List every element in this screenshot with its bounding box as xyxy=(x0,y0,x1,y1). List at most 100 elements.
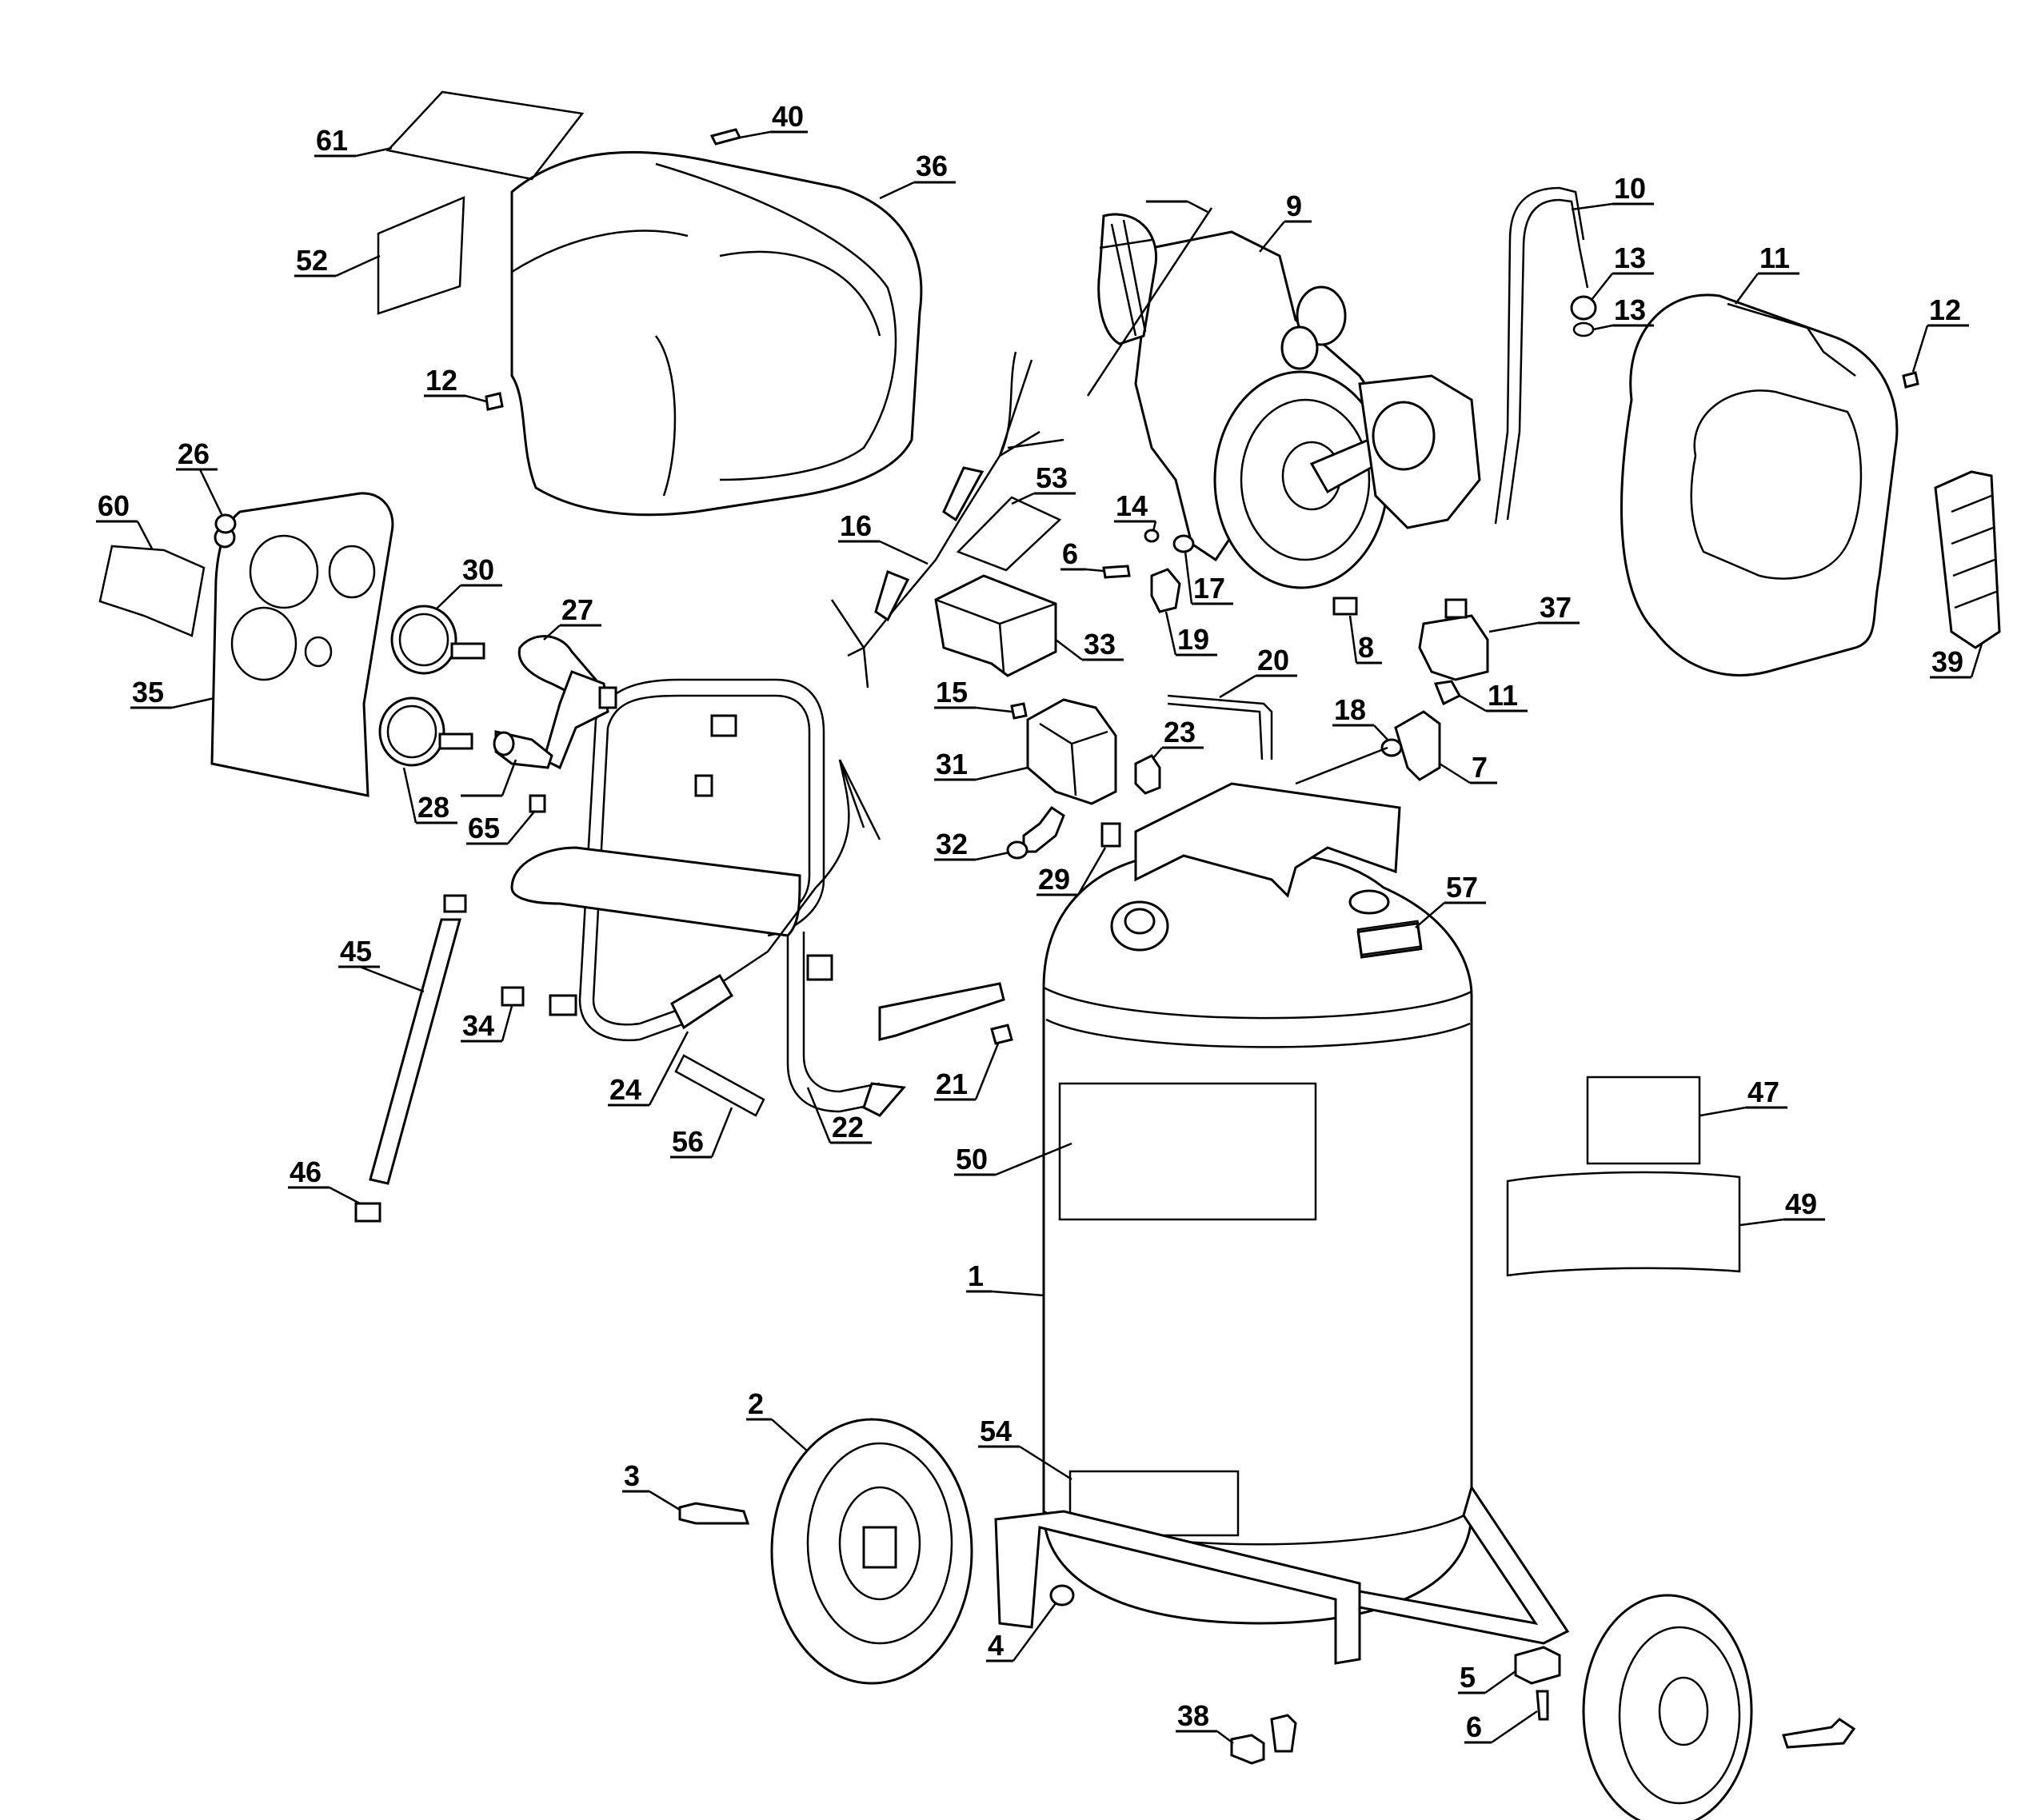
callout-label-13b: 12 xyxy=(1929,293,1961,326)
wheel-right xyxy=(1582,1594,1753,1820)
callout-label-53: 56 xyxy=(672,1125,704,1158)
callout-53: 56 xyxy=(670,1107,733,1159)
callout-1: 1 xyxy=(966,1259,1044,1297)
callout-37: 37 xyxy=(1488,591,1580,633)
callout-54: 57 xyxy=(1415,871,1486,928)
callout-label-29: 29 xyxy=(1038,863,1070,896)
callout-label-23: 22 xyxy=(832,1111,864,1143)
callout-label-12: 11 xyxy=(1759,241,1790,274)
callout-25: 24 xyxy=(608,1031,689,1107)
shaft-65 xyxy=(1086,207,1213,397)
callout-18: 16 xyxy=(838,509,929,565)
callout-36: 36 xyxy=(879,150,956,200)
callout-52: 54 xyxy=(978,1415,1072,1481)
handle xyxy=(510,678,1005,1117)
callout-28: 28 xyxy=(402,767,457,824)
fitting-24 xyxy=(1134,754,1161,795)
callout-label-16a: 14 xyxy=(1116,489,1148,522)
bushing-29 xyxy=(1100,822,1121,848)
decal-54 xyxy=(1356,920,1423,956)
callout-39: 39 xyxy=(1930,643,1983,679)
callout-label-10: 10 xyxy=(1614,172,1646,205)
callout-27: 27 xyxy=(543,593,601,641)
fitting-15 xyxy=(1570,295,1597,321)
callout-16b: 15 xyxy=(934,676,1013,713)
wire-harness xyxy=(830,351,1064,688)
air-filter xyxy=(1418,614,1489,681)
callout-label-24: 23 xyxy=(1164,716,1196,748)
decal-46 xyxy=(1586,1076,1701,1165)
callout-34: 34 xyxy=(461,1005,513,1043)
outlet-tube xyxy=(1506,198,1589,521)
callout-26: 26 xyxy=(176,437,224,517)
callout-label-54: 57 xyxy=(1446,871,1478,904)
callout-19: 19 xyxy=(1164,611,1217,657)
callout-12: 11 xyxy=(1734,241,1799,305)
callout-47: 49 xyxy=(1739,1187,1825,1227)
callout-label-60: 65 xyxy=(468,812,500,844)
callout-51: 53 xyxy=(1011,461,1076,505)
tank xyxy=(1042,849,1473,1625)
callout-50: 52 xyxy=(294,244,381,277)
callout-label-51: 53 xyxy=(1036,461,1068,494)
callout-label-17: 17 xyxy=(1193,572,1225,605)
callout-label-6a: 6 xyxy=(1062,537,1078,570)
callout-9: 9 xyxy=(1259,190,1312,253)
callout-label-39: 39 xyxy=(1931,645,1963,678)
callout-label-4: 4 xyxy=(988,1629,1004,1662)
washer-17 xyxy=(1172,534,1195,553)
pump-mount-plate xyxy=(1134,782,1401,898)
foot-bolt xyxy=(1536,1690,1549,1721)
callout-label-13a: 12 xyxy=(425,364,457,397)
callout-24: 23 xyxy=(1152,716,1204,759)
check-valve xyxy=(1394,710,1441,781)
callout-label-26: 26 xyxy=(178,437,210,470)
callout-15: 13 xyxy=(1591,241,1654,301)
bushing-60 xyxy=(529,794,546,813)
screw-40 xyxy=(709,128,742,146)
callout-44: 45 xyxy=(338,935,425,993)
callout-label-35: 35 xyxy=(132,676,164,708)
callout-label-8: 8 xyxy=(1358,631,1374,664)
callout-label-50: 52 xyxy=(296,244,328,277)
callout-label-36: 36 xyxy=(916,150,948,182)
callout-17: 17 xyxy=(1184,551,1233,605)
callout-label-49: 50 xyxy=(956,1143,988,1175)
nut-20 xyxy=(1380,738,1403,757)
decal-56 xyxy=(98,545,206,637)
nut-34b xyxy=(549,994,577,1016)
fitting-11 xyxy=(1433,680,1462,706)
callout-label-44: 45 xyxy=(340,935,372,968)
callout-label-52: 54 xyxy=(980,1415,1012,1447)
callout-60: 65 xyxy=(466,811,535,845)
callout-3: 3 xyxy=(622,1459,681,1511)
callout-label-15: 13 xyxy=(1614,241,1646,274)
grille xyxy=(1934,470,2001,649)
callout-20: 18 xyxy=(1332,693,1388,740)
callout-5: 5 xyxy=(1458,1661,1516,1694)
callout-4: 4 xyxy=(986,1602,1057,1662)
callout-label-20: 18 xyxy=(1334,693,1366,726)
callout-label-45: 46 xyxy=(290,1155,322,1188)
callout-61 xyxy=(461,759,517,797)
callout-2: 2 xyxy=(746,1387,809,1452)
hose xyxy=(369,918,461,1185)
callout-8: 8 xyxy=(1348,615,1382,665)
callout-7: 7 xyxy=(1439,751,1497,784)
callout-label-1: 1 xyxy=(968,1259,984,1292)
drain-valve xyxy=(1230,1734,1265,1765)
callout-10: 10 xyxy=(1571,172,1654,211)
callout-label-47: 49 xyxy=(1785,1187,1817,1220)
callout-label-33: 33 xyxy=(1084,628,1116,661)
callout-29: 29 xyxy=(1036,847,1107,896)
callout-45: 46 xyxy=(288,1155,361,1205)
nut-34a xyxy=(501,986,525,1007)
label-49 xyxy=(1058,1082,1317,1221)
screw-13-right xyxy=(1902,371,1919,389)
rubber-foot xyxy=(1514,1646,1561,1685)
callout-label-25: 24 xyxy=(609,1073,641,1106)
callout-32: 32 xyxy=(934,828,1010,861)
callout-33: 33 xyxy=(1055,628,1124,661)
decal-47 xyxy=(1506,1171,1741,1277)
callout-57: 61 xyxy=(314,124,393,158)
